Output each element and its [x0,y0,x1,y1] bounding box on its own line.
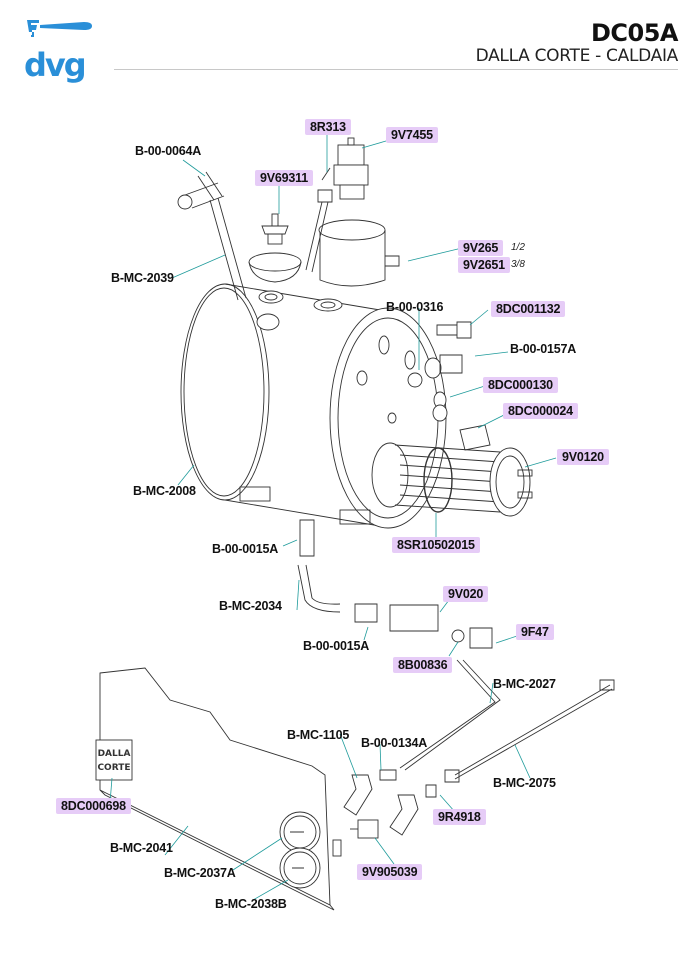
part-label[interactable]: 9V265 [458,240,504,256]
part-label[interactable]: 9F47 [516,624,554,640]
part-label[interactable]: B-MC-2041 [110,841,173,855]
part-label[interactable]: 9V0120 [557,449,609,465]
heating-element [371,442,533,517]
part-label[interactable]: 8DC000698 [56,798,131,814]
pressure-switch [333,137,369,200]
part-label[interactable]: 8DC000024 [503,403,578,419]
part-label[interactable]: 9V69311 [255,170,313,186]
plate-line-2: CORTE [97,763,130,773]
logo-portafilter-handle [40,22,92,30]
pipe-2039 [177,171,247,301]
valve-9v69311 [248,213,302,283]
part-label[interactable]: B-00-0015A [303,639,370,653]
part-label[interactable]: B-MC-2038B [215,897,287,911]
part-label[interactable]: 8DC001132 [491,301,566,317]
part-label[interactable]: 9V020 [443,586,489,602]
part-label[interactable]: 9R4918 [433,809,486,825]
name-plate: DALLA CORTE [95,739,133,781]
lower-plumbing [297,519,615,798]
boiler-body [180,283,447,529]
part-size-note: 3/8 [511,259,525,270]
upper-tank [318,219,400,287]
part-label[interactable]: B-00-0316 [386,300,444,314]
part-label[interactable]: B-MC-2034 [219,599,282,613]
part-label[interactable]: B-00-0015A [212,542,279,556]
part-label[interactable]: 8B00836 [393,657,453,673]
header-divider [114,69,678,70]
part-label[interactable]: B-MC-2039 [111,271,174,285]
part-label[interactable]: 8SR10502015 [392,537,480,553]
part-label[interactable]: 9V905039 [357,864,423,880]
part-size-note: 1/2 [511,242,525,253]
part-label[interactable]: B-00-0134A [361,736,428,750]
part-label[interactable]: B-MC-2027 [493,677,556,691]
part-label[interactable]: B-MC-2008 [133,484,196,498]
part-label[interactable]: B-00-0157A [510,342,577,356]
plate-line-1: DALLA [98,749,131,759]
clamps-and-switch [343,774,419,839]
part-label[interactable]: 8DC000130 [483,377,558,393]
side-fittings [424,321,491,451]
front-panel [99,667,342,911]
logo-portafilter-cup [27,20,39,32]
probe-8r313 [305,167,333,273]
leader-lines [109,135,557,901]
part-label[interactable]: B-00-0064A [135,144,202,158]
part-label[interactable]: 8R313 [305,119,351,135]
part-label[interactable]: 9V2651 [458,257,510,273]
logo-text: dvg [24,46,85,84]
part-label[interactable]: B-MC-2037A [164,866,236,880]
part-label[interactable]: 9V7455 [386,127,438,143]
part-label[interactable]: B-MC-1105 [287,728,350,742]
dvg-logo: dvg [24,20,92,84]
part-label[interactable]: B-MC-2075 [493,776,556,790]
document-title: DALLA CORTE - CALDAIA [475,46,679,66]
document-code: DC05A [590,19,679,47]
